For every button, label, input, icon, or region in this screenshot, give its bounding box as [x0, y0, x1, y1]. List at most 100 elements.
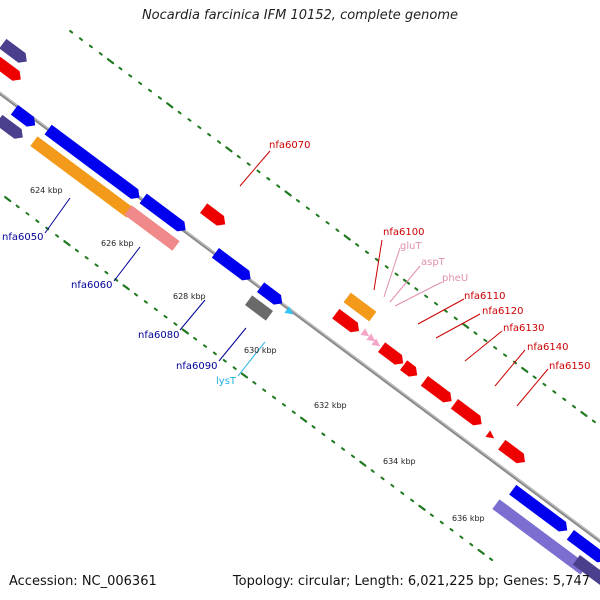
track-dot — [521, 366, 529, 373]
track-dot — [78, 37, 83, 41]
gene-nfa6140 — [450, 399, 482, 426]
label-nfa6140: nfa6140 — [527, 342, 568, 353]
tick-label-632: 632 kbp — [314, 401, 347, 410]
label-nfa6100: nfa6100 — [383, 227, 424, 238]
track-dot — [128, 74, 133, 78]
track-dot — [335, 228, 340, 232]
gene-offscreen-6 — [492, 499, 588, 575]
track-dot — [252, 381, 257, 385]
label-nfa6130: nfa6130 — [503, 323, 544, 334]
track-dot — [232, 366, 237, 370]
track-dot — [477, 548, 485, 555]
track-dot — [281, 403, 286, 407]
track-dot — [418, 504, 426, 511]
leader-nfa6050 — [44, 197, 71, 234]
gene-lysT — [284, 306, 294, 315]
track-dot — [88, 44, 93, 49]
gene-nfa6150 — [498, 439, 526, 464]
track-dot — [284, 190, 292, 197]
track-dot — [25, 212, 30, 216]
track-dot — [246, 162, 251, 166]
leader-nfa6080 — [179, 299, 206, 331]
track-dot — [469, 542, 474, 547]
label-lysT: lysT — [216, 376, 237, 387]
gene-offscreen-8 — [572, 555, 600, 588]
tick-label-634: 634 kbp — [383, 457, 416, 466]
track-dot — [384, 265, 389, 269]
track-dot — [424, 294, 429, 299]
gene-offscreen-5 — [509, 484, 568, 532]
track-dot — [315, 213, 320, 218]
gene-nfa6050-rrna — [30, 136, 134, 218]
label-nfa6110: nfa6110 — [464, 291, 505, 302]
track-dot — [453, 316, 458, 321]
track-dot — [410, 498, 415, 503]
gene-nfa6085 — [256, 282, 283, 305]
gene-nfa6105 — [332, 308, 360, 333]
track-dot — [325, 221, 330, 225]
track-dot — [207, 132, 212, 137]
track-dot — [461, 322, 470, 329]
track-dot — [295, 199, 300, 203]
track-dot — [434, 301, 439, 306]
track-dot — [148, 88, 153, 93]
track-dot — [225, 146, 233, 153]
gene-offscreen-1 — [0, 38, 27, 63]
track-dot — [173, 322, 178, 326]
track-dot — [240, 372, 249, 379]
track-dot — [400, 491, 405, 495]
track-dot — [542, 382, 547, 387]
label-aspT: aspT — [421, 257, 446, 268]
track-dot — [374, 257, 379, 262]
track-dot — [459, 535, 464, 539]
gene-nfa6120 — [400, 360, 418, 377]
track-dot — [153, 307, 158, 312]
track-dot — [15, 204, 20, 209]
track-dot — [163, 314, 168, 319]
track-dot — [212, 351, 217, 356]
track-dot — [591, 419, 596, 424]
accession-text: Accession: NC_006361 — [9, 574, 157, 589]
track-dot — [4, 196, 12, 203]
leader-gluT — [383, 247, 401, 298]
label-nfa6090: nfa6090 — [176, 361, 217, 372]
gene-gluT — [360, 328, 370, 337]
track-dot — [291, 410, 296, 414]
gene-nfa6070 — [199, 203, 226, 226]
leader-nfa6060 — [113, 246, 141, 282]
track-dot — [187, 118, 192, 122]
label-pheU: pheU — [442, 273, 468, 284]
track-dot — [106, 58, 115, 65]
track-dot — [483, 338, 488, 343]
track-dot — [177, 110, 182, 115]
leader-nfa6090 — [218, 327, 247, 362]
leader-nfa6070 — [239, 150, 271, 187]
track-dot — [562, 397, 567, 401]
track-dot — [256, 169, 261, 174]
track-dot — [380, 476, 385, 481]
label-nfa6070: nfa6070 — [269, 140, 310, 151]
gene-offscreen-3 — [10, 105, 36, 127]
label-nfa6120: nfa6120 — [482, 306, 523, 317]
track-dot — [55, 234, 60, 238]
track-dot — [104, 270, 109, 275]
track-dot — [217, 140, 222, 144]
track-dot — [305, 206, 310, 210]
map-title: Nocardia farcinica IFM 10152, complete g… — [141, 8, 459, 23]
label-nfa6080: nfa6080 — [138, 330, 179, 341]
leader-lysT — [237, 341, 266, 377]
track-dot — [311, 425, 316, 429]
label-nfa6050: nfa6050 — [2, 232, 43, 243]
leader-nfa6150 — [516, 368, 549, 407]
track-dot — [364, 250, 369, 254]
gene-offscreen-2 — [0, 56, 21, 81]
track-dot — [493, 346, 498, 350]
gene-nfa6080 — [211, 248, 251, 281]
gene-aspT — [366, 333, 376, 342]
track-dot — [449, 528, 454, 532]
track-dot — [572, 404, 577, 409]
track-dot — [350, 454, 355, 459]
track-dot — [122, 284, 130, 291]
gene-pheU — [371, 338, 381, 347]
label-gluT: gluT — [400, 241, 422, 252]
